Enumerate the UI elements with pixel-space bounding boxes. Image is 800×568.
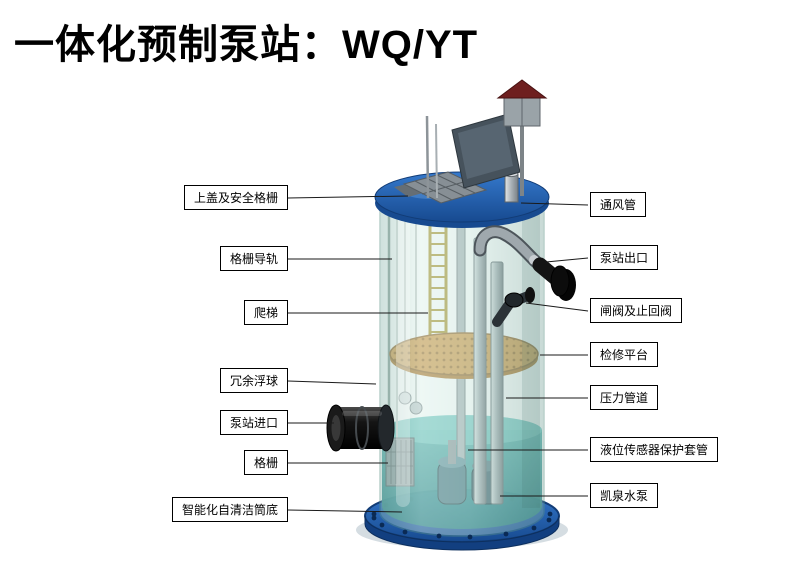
- label-self-cleaning-bottom: 智能化自清洁筒底: [171, 497, 288, 522]
- label-outlet: 泵站出口: [590, 245, 659, 270]
- antenna-rods: [425, 115, 438, 199]
- inlet-pipe: [326, 404, 395, 452]
- leader-float: [287, 380, 377, 385]
- label-float: 冗余浮球: [219, 368, 288, 393]
- control-cabinet: [496, 79, 548, 196]
- label-grille: 格栅: [243, 450, 288, 475]
- label-sensor-sleeve: 液位传感器保护套管: [590, 437, 719, 462]
- base-flange-front: [364, 515, 560, 551]
- electrical-panel: [451, 113, 521, 189]
- label-pump: 凯泉水泵: [590, 483, 659, 508]
- leader-valves: [525, 302, 589, 312]
- label-ladder: 爬梯: [243, 300, 288, 325]
- label-inlet: 泵站进口: [219, 410, 288, 435]
- page-title: 一体化预制泵站：WQ/YT: [14, 23, 479, 67]
- leader-vent: [520, 202, 589, 206]
- valve-assembly: [492, 287, 535, 327]
- tank-body-glass: [379, 203, 545, 537]
- label-valves: 闸阀及止回阀: [590, 298, 683, 323]
- leader-lines: [287, 195, 589, 513]
- label-platform: 检修平台: [590, 342, 659, 367]
- leader-top-cover: [287, 195, 409, 199]
- label-top-cover: 上盖及安全格栅: [183, 185, 288, 210]
- outlet-pipe: [473, 225, 576, 301]
- label-pressure-pipe: 压力管道: [590, 385, 659, 410]
- label-grille-rail: 格栅导轨: [219, 246, 288, 271]
- leader-outlet: [545, 257, 589, 263]
- label-vent-pipe: 通风管: [590, 192, 647, 217]
- leader-self-cleaning-bottom: [287, 509, 403, 513]
